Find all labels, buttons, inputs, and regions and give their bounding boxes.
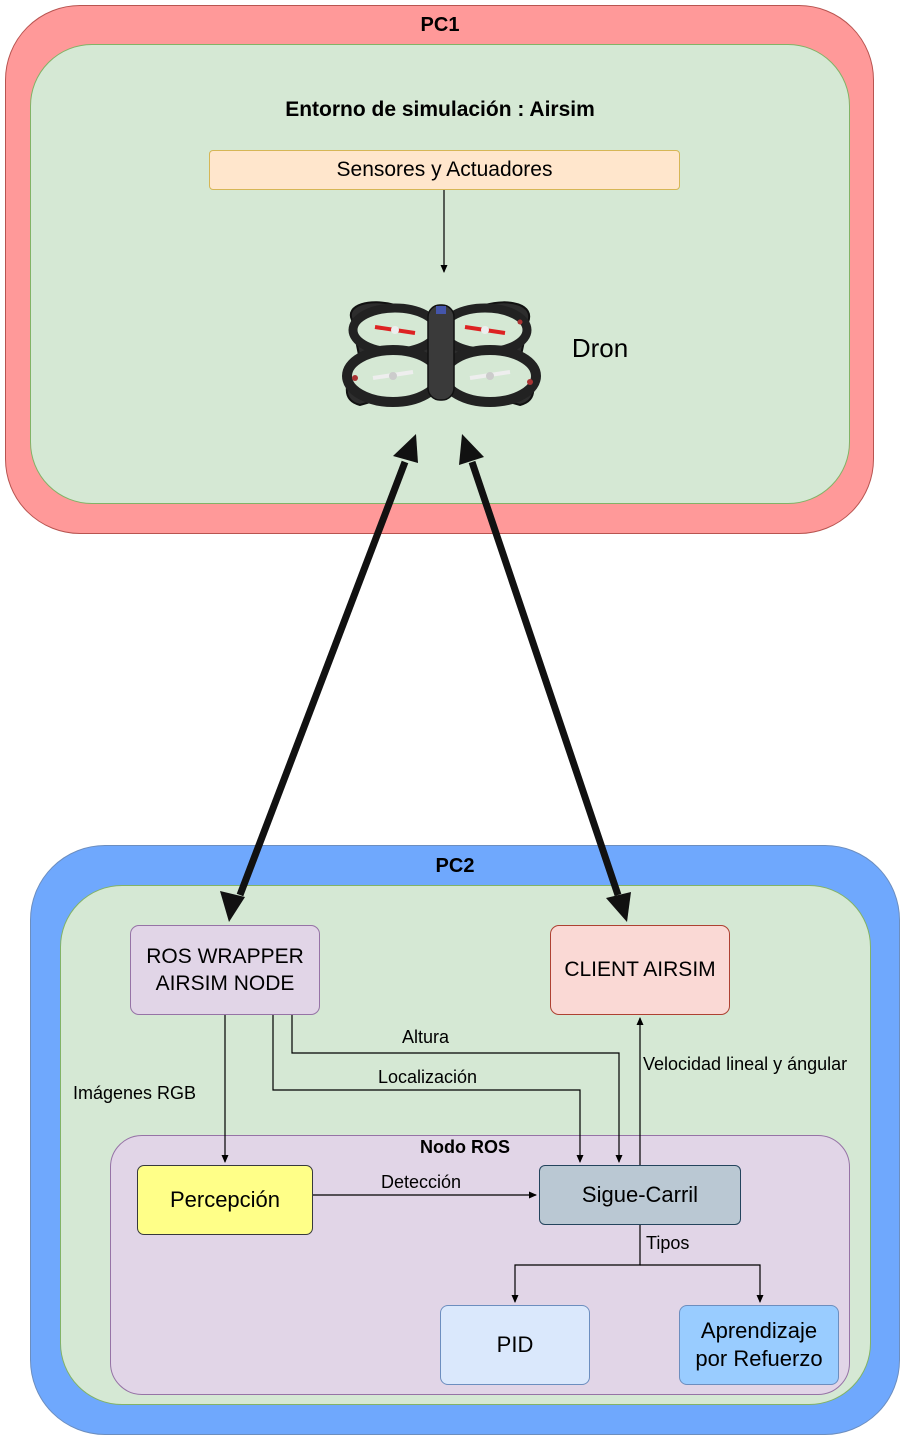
simulation-environment-container: [30, 44, 850, 504]
simulation-environment-title: Entorno de simulación : Airsim: [285, 98, 595, 121]
altura-label: Altura: [402, 1027, 450, 1047]
drone-to-client-airsim-link: [459, 434, 631, 922]
percepcion-label: Percepción: [169, 1187, 281, 1212]
client-airsim-box: CLIENT AIRSIM: [550, 925, 730, 1015]
aprendizaje-label-line1: Aprendizaje: [700, 1318, 818, 1343]
ros-wrapper-airsim-node: ROS WRAPPER AIRSIM NODE: [130, 925, 320, 1015]
aprendizaje-label-line2: por Refuerzo: [695, 1346, 823, 1371]
deteccion-label: Detección: [381, 1172, 462, 1192]
ros-wrapper-label-line2: AIRSIM NODE: [155, 972, 295, 995]
sigue-carril-box: Sigue-Carril: [539, 1165, 741, 1225]
sigue-carril-label: Sigue-Carril: [581, 1182, 699, 1207]
velocidad-label: Velocidad lineal y ángular: [643, 1054, 848, 1074]
percepcion-box: Percepción: [137, 1165, 313, 1235]
nodo-ros-title: Nodo ROS: [420, 1137, 510, 1157]
altura-arrow: [291, 1015, 623, 1163]
drone-label: Dron: [571, 332, 629, 363]
tipos-to-pid-arrow: [511, 1225, 641, 1303]
localizacion-arrow: [272, 1015, 584, 1163]
pc2-title: PC2: [435, 855, 475, 877]
client-airsim-label: CLIENT AIRSIM: [564, 958, 716, 981]
pid-label: PID: [496, 1332, 534, 1357]
tipos-label: Tipos: [646, 1233, 690, 1253]
drone-to-ros-wrapper-link: [220, 434, 418, 922]
localizacion-label: Localización: [378, 1067, 478, 1087]
aprendizaje-refuerzo-box: Aprendizaje por Refuerzo: [679, 1305, 839, 1385]
pid-box: PID: [440, 1305, 590, 1385]
imagenes-rgb-label: Imágenes RGB: [73, 1083, 197, 1103]
sensors-actuators-box: Sensores y Actuadores: [209, 150, 680, 190]
pc1-title: PC1: [420, 14, 460, 36]
tipos-to-aprendizaje-arrow: [640, 1264, 764, 1303]
sensors-actuators-label: Sensores y Actuadores: [336, 158, 553, 181]
drone-icon: [342, 301, 541, 407]
ros-wrapper-label-line1: ROS WRAPPER: [146, 945, 304, 968]
